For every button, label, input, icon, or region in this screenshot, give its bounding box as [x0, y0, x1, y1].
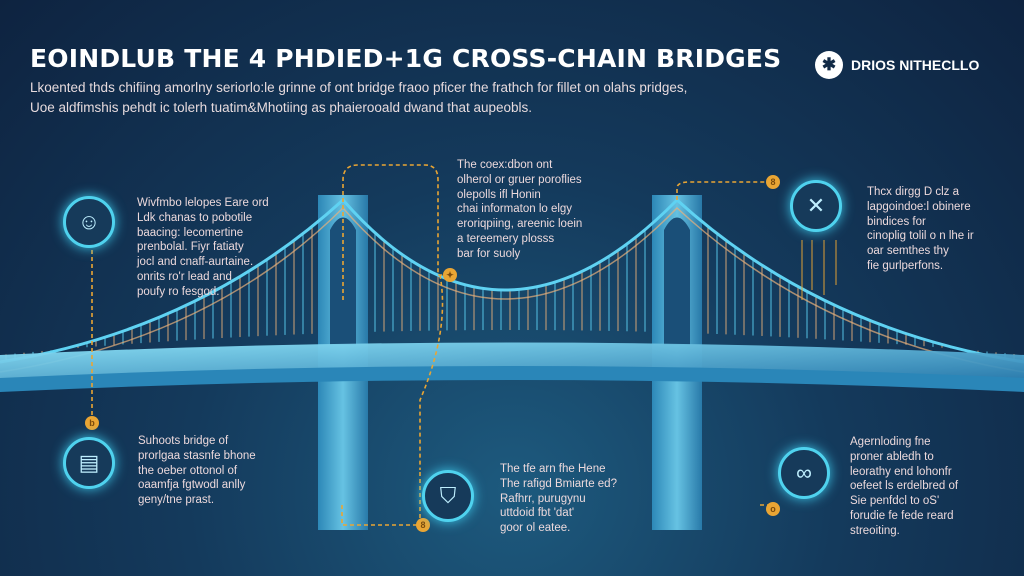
callout-line: lapgoindoe:l obinere: [867, 200, 971, 213]
callout-line: oaamfja fgtwodl anlly: [138, 479, 246, 492]
callout-line: proner abledh to: [850, 450, 934, 463]
callout-text: Agernloding fne proner abledh to leorathy …: [850, 435, 958, 539]
callout-line: uttdoid fbt 'dat': [500, 507, 575, 520]
brand-name: DRIOS NITHECLLO: [851, 57, 980, 73]
callout-line: goor ol eatee.: [500, 522, 571, 535]
callout-line: The coex:dbon ont: [457, 159, 553, 171]
bug-cross-icon: ✱: [815, 51, 843, 79]
callout-line: olepolls ifl Honin: [457, 188, 541, 201]
callout-line: a tereemery plosss: [457, 232, 555, 245]
callout-line: olherol or gruer poroflies: [457, 173, 582, 186]
marker-dot: ✦: [443, 268, 457, 282]
callout-line: The tfe arn fhe Hene: [500, 463, 606, 475]
callout-line: oar semthes thy: [867, 245, 949, 258]
callout-line: prenbolal. Fiyr fatiaty: [137, 241, 244, 254]
callout-line: Suhoots bridge of: [138, 435, 229, 447]
callout-text: The coex:dbon ont olherol or gruer porofl…: [457, 158, 582, 262]
callout-line: jocl and cnaff-aurtaine.: [137, 256, 254, 269]
marker-dot: 8: [416, 518, 430, 532]
callout-line: streoiting.: [850, 524, 900, 537]
tower-legs: [801, 240, 837, 300]
callout-line: chai informaton lo elgy: [457, 203, 573, 216]
server-icon: ▤: [63, 437, 115, 489]
callout-line: geny/tne prast.: [138, 494, 215, 507]
callout-line: prorlgaa stasnfe bhone: [138, 449, 256, 462]
page-title: EOINDLUB THE 4 PHDIED+1G CROSS-CHAIN BRI…: [30, 44, 782, 73]
main-cable: [0, 197, 1024, 364]
callout-line: fie gurlperfons.: [867, 259, 944, 272]
callout-line: baacing: lecomertine: [137, 226, 244, 239]
deck-railing: [0, 366, 1024, 392]
marker-dot: b: [85, 416, 99, 430]
callout-line: the oeber ottonol of: [138, 464, 238, 477]
callout-line: forudie fe fede reard: [850, 509, 954, 522]
callout-text: Suhoots bridge of prorlgaa stasnfe bhone t…: [138, 434, 256, 508]
callout-line: Wivfmbo lelopes Eare ord: [137, 197, 269, 209]
subtitle-line: Lkoented thds chifiing amorlny seriorlo:…: [30, 80, 688, 95]
connector-lines: [91, 164, 772, 526]
callout-line: onrits ro'r lead and: [137, 270, 232, 283]
callout-line: oefeet ls erdelbred of: [850, 480, 959, 493]
callout-line: bindices for: [867, 215, 926, 228]
main-cable: [0, 206, 1024, 373]
marker-dot: o: [766, 502, 780, 516]
callout-line: Sie penfdcl to oS': [850, 495, 940, 508]
subtitle-line: Uoe aldfimshis pehdt ic tolerh tuatim&Mh…: [30, 100, 533, 115]
brand: ✱ DRIOS NITHECLLO: [815, 51, 979, 79]
callout-line: eroriqpiing, areenic loein: [457, 218, 583, 231]
callout-line: cinoplig tolil o n lhe ir: [867, 230, 974, 243]
callout-text: Thcx dirgg D clz a lapgoindoe:l obinere bi…: [867, 185, 974, 274]
callout-line: bar for suoly: [457, 247, 521, 260]
tools-icon: ✕: [790, 180, 842, 232]
callout-line: leorathy end lohonfr: [850, 465, 952, 478]
callout-line: poufy ro fesgod.: [137, 285, 220, 298]
callout-line: Agernloding fne: [850, 436, 931, 448]
link-icon: ∞: [778, 447, 830, 499]
marker-dot: 8: [766, 175, 780, 189]
callout-line: Ldk chanas to pobotile: [137, 211, 253, 224]
person-icon: ☺: [63, 196, 115, 248]
callout-line: Thcx dirgg D clz a: [867, 186, 960, 198]
subtitle: Lkoented thds chifiing amorlny seriorlo:…: [30, 78, 730, 118]
shield-icon: ⛉: [422, 470, 474, 522]
callout-line: Rafhrr, purugynu: [500, 492, 586, 505]
callout-line: The rafigd Bmiarte ed?: [500, 477, 617, 490]
